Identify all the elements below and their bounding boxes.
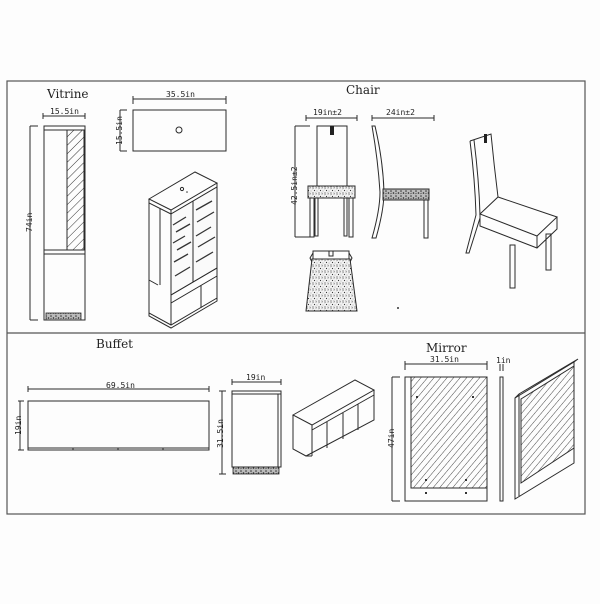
buffet-top-view: 69.5in 19in bbox=[14, 381, 210, 451]
buffet-depth-label: 19in bbox=[14, 416, 23, 435]
mirror-section: Mirror 31.5in 47in bbox=[387, 341, 579, 502]
mirror-width-label: 31.5in bbox=[430, 355, 459, 364]
chair-top-view bbox=[305, 250, 399, 312]
buffet-title: Buffet bbox=[96, 337, 133, 351]
mirror-title: Mirror bbox=[426, 341, 467, 355]
vitrine-top-depth-label: 15.5in bbox=[115, 116, 124, 145]
chair-section: Chair 19in±2 42.5in±2 24in±2 bbox=[290, 83, 558, 312]
buffet-section: Buffet 69.5in 19in 19in 31. bbox=[14, 337, 376, 475]
chair-title: Chair bbox=[346, 83, 380, 97]
mirror-thickness-label: 1in bbox=[496, 356, 511, 365]
chair-isometric-view bbox=[465, 133, 558, 289]
mirror-front-view: 31.5in 47in bbox=[387, 355, 488, 502]
vitrine-top-width-label: 35.5in bbox=[166, 90, 195, 99]
vitrine-side-view: 15.5in 74in bbox=[25, 107, 86, 321]
vitrine-height-label: 74in bbox=[25, 213, 34, 232]
chair-depth-label: 24in±2 bbox=[386, 108, 415, 117]
vitrine-title: Vitrine bbox=[46, 87, 89, 101]
vitrine-isometric-view bbox=[147, 171, 219, 329]
chair-height-label: 42.5in±2 bbox=[290, 166, 299, 205]
sheet-frame bbox=[6, 80, 586, 515]
mirror-isometric-view bbox=[514, 358, 579, 500]
buffet-height-label: 31.5in bbox=[216, 419, 225, 448]
vitrine-section: Vitrine 15.5in 74in 35.5in bbox=[25, 87, 227, 329]
chair-width-label: 19in±2 bbox=[313, 108, 342, 117]
buffet-length-label: 69.5in bbox=[106, 381, 135, 390]
vitrine-top-view: 35.5in 15.5in bbox=[115, 90, 227, 152]
buffet-side-view: 19in 31.5in bbox=[216, 373, 282, 475]
vitrine-width-label: 15.5in bbox=[50, 107, 79, 116]
mirror-height-label: 47in bbox=[387, 429, 396, 448]
mirror-side-view: 1in bbox=[496, 356, 511, 502]
buffet-isometric-view bbox=[291, 379, 376, 457]
buffet-side-width-label: 19in bbox=[246, 373, 265, 382]
chair-front-view: 19in±2 42.5in±2 bbox=[290, 108, 358, 238]
chair-side-view: 24in±2 bbox=[371, 108, 435, 239]
